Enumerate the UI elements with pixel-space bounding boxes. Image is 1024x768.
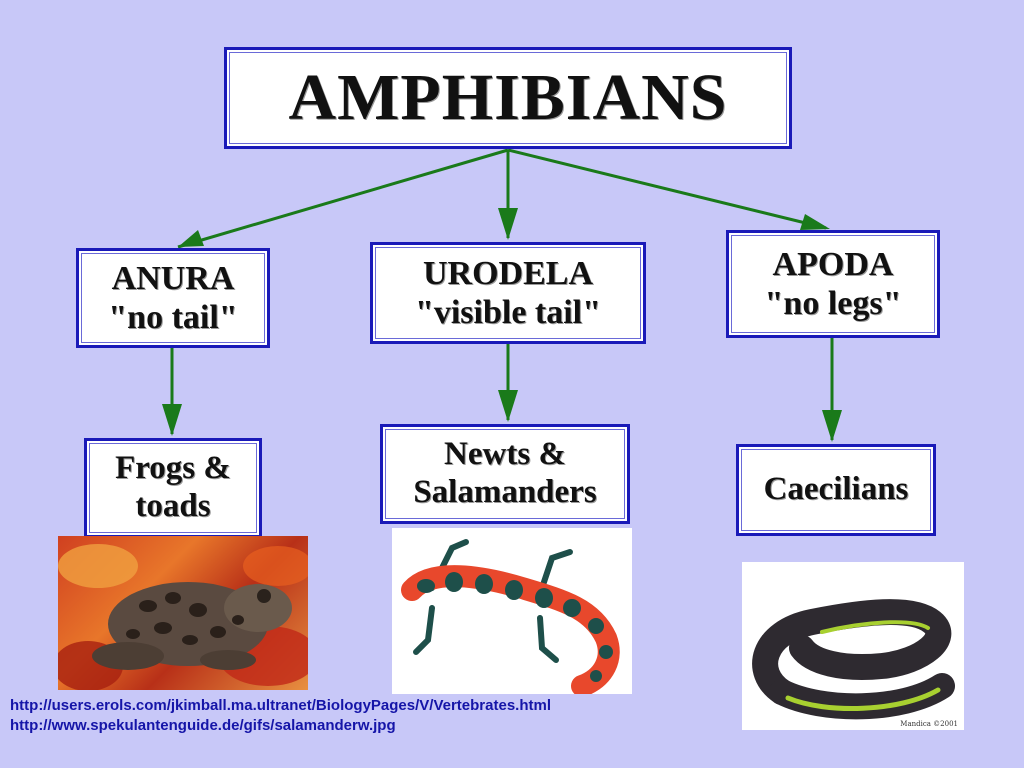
frogs-line-1: Frogs &	[115, 450, 231, 487]
title-text: AMPHIBIANS	[288, 61, 728, 135]
anura-box: ANURA "no tail"	[76, 248, 270, 348]
arrowhead-frogs	[162, 404, 182, 436]
newts-line-2: Salamanders	[413, 474, 597, 510]
source-url-2[interactable]: http://www.spekulantenguide.de/gifs/sala…	[10, 717, 396, 734]
anura-name: ANURA	[111, 259, 235, 297]
apoda-name: APODA	[772, 245, 894, 283]
caecilian-illustration	[752, 599, 955, 720]
caecilians-label: Caecilians	[763, 471, 909, 508]
newts-salamanders-box: Newts & Salamanders	[380, 424, 630, 524]
arrowhead-anura	[178, 230, 204, 247]
arrow-amphibians-to-apoda	[507, 148, 827, 230]
amphibians-title-box: AMPHIBIANS	[224, 47, 792, 149]
salamander-illustration	[401, 539, 620, 694]
source-url-1[interactable]: http://users.erols.com/jkimball.ma.ultra…	[10, 697, 551, 714]
urodela-meaning: "visible tail"	[414, 294, 602, 331]
arrowhead-apoda	[800, 214, 830, 230]
arrowhead-caecilians	[822, 410, 842, 442]
urodela-box: URODELA "visible tail"	[370, 242, 646, 344]
image-credit: Mandica ©2001	[900, 720, 958, 728]
apoda-meaning: "no legs"	[764, 285, 902, 322]
frog-photo	[58, 536, 308, 690]
arrow-amphibians-to-anura	[177, 148, 509, 249]
arrowhead-newts	[498, 390, 518, 422]
frog-illustration	[58, 544, 308, 690]
anura-meaning: "no tail"	[108, 299, 238, 336]
newts-line-1: Newts &	[444, 436, 566, 473]
caecilians-box: Caecilians	[736, 444, 936, 536]
apoda-box: APODA "no legs"	[726, 230, 940, 338]
frogs-toads-box: Frogs & toads	[84, 438, 262, 538]
caecilian-photo: Mandica ©2001	[742, 562, 964, 730]
frogs-line-2: toads	[135, 488, 211, 524]
arrowhead-urodela	[498, 208, 518, 240]
salamander-photo	[392, 528, 632, 694]
urodela-name: URODELA	[422, 254, 594, 292]
